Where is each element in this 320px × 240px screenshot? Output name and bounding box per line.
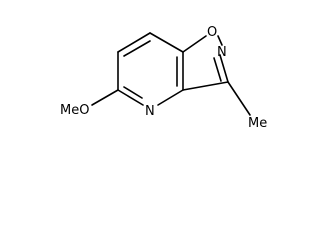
bond-n4-c5-inner	[123, 86, 143, 99]
bond-c7-c7a	[149, 32, 184, 53]
atom-label-methoxy: MeO	[60, 103, 89, 118]
bond-c7a-o1	[182, 35, 207, 53]
atom-label-methyl: Me	[248, 116, 267, 131]
bond-c6-c7	[117, 32, 151, 53]
structure-canvas: O N N MeO Me	[60, 25, 267, 131]
bond-n4-c5	[117, 89, 144, 106]
atom-label-nitrogen-isoxazole: N	[217, 45, 227, 60]
molecule-diagram: O N N MeO Me	[60, 25, 267, 131]
atom-label-oxygen: O	[207, 25, 217, 40]
bond-c5-methoxy	[91, 89, 119, 106]
bond-c3a-n4	[157, 89, 184, 106]
bond-c3-methyl	[227, 81, 251, 116]
bond-n2-c3	[219, 54, 229, 83]
bond-o1-n2	[217, 35, 223, 46]
bond-c6-c7-inner	[123, 40, 151, 57]
bond-c3-c3a	[182, 81, 229, 91]
atom-label-nitrogen-pyridine: N	[145, 104, 155, 119]
bond-n2-c3-inner	[213, 57, 222, 82]
